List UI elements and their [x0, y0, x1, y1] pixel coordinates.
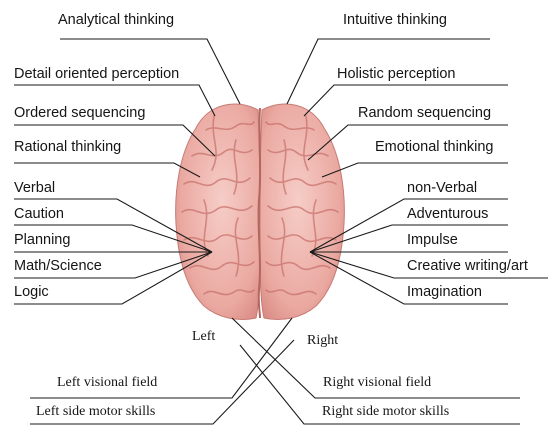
line-intuitive	[286, 38, 490, 105]
label-right-hemisphere: Right	[307, 333, 339, 348]
line-left-field	[30, 317, 293, 399]
line-imagination	[309, 251, 508, 305]
label-math-science: Math/Science	[14, 258, 102, 274]
line-verbal	[14, 198, 213, 253]
label-caution: Caution	[14, 206, 64, 222]
line-caution	[14, 224, 213, 253]
line-adventurous	[309, 224, 508, 253]
line-right-field	[231, 317, 520, 399]
right-hemisphere-shape	[259, 103, 345, 320]
gyri-texture	[181, 115, 339, 296]
line-logic	[14, 251, 213, 305]
line-random	[307, 124, 508, 161]
label-planning: Planning	[14, 232, 71, 248]
label-left-side-motor-skills: Left side motor skills	[36, 404, 156, 419]
label-creative-writing-art: Creative writing/art	[407, 258, 528, 274]
line-rational	[14, 162, 201, 178]
label-non-verbal: non-Verbal	[407, 180, 478, 196]
line-detail	[14, 84, 216, 117]
label-emotional-thinking: Emotional thinking	[375, 139, 494, 155]
line-nonverbal	[309, 198, 508, 253]
line-right-motor	[239, 344, 520, 425]
label-analytical-thinking: Analytical thinking	[58, 12, 175, 28]
label-imagination: Imagination	[407, 284, 482, 300]
label-adventurous: Adventurous	[407, 206, 489, 222]
label-rational-thinking: Rational thinking	[14, 139, 122, 155]
label-right-visional-field: Right visional field	[323, 375, 432, 390]
line-ordered	[14, 124, 216, 157]
line-left-motor	[30, 339, 295, 425]
label-verbal: Verbal	[14, 180, 56, 196]
line-creative	[309, 251, 548, 279]
line-analytical	[60, 38, 241, 105]
line-emotional	[321, 162, 508, 178]
label-random-sequencing: Random sequencing	[358, 105, 492, 121]
label-left-hemisphere: Left	[192, 329, 216, 344]
label-ordered-sequencing: Ordered sequencing	[14, 105, 146, 121]
central-fissure	[257, 107, 262, 319]
line-math	[14, 251, 213, 279]
left-hemisphere-shape	[175, 103, 261, 320]
line-holistic	[303, 84, 508, 117]
brain-illustration	[175, 103, 345, 320]
label-right-side-motor-skills: Right side motor skills	[322, 404, 450, 419]
label-logic: Logic	[14, 284, 49, 300]
label-intuitive-thinking: Intuitive thinking	[343, 12, 447, 28]
leader-lines	[14, 38, 548, 425]
label-detail-oriented-perception: Detail oriented perception	[14, 66, 180, 82]
label-left-visional-field: Left visional field	[57, 375, 158, 390]
label-holistic-perception: Holistic perception	[337, 66, 456, 82]
label-impulse: Impulse	[407, 232, 458, 248]
